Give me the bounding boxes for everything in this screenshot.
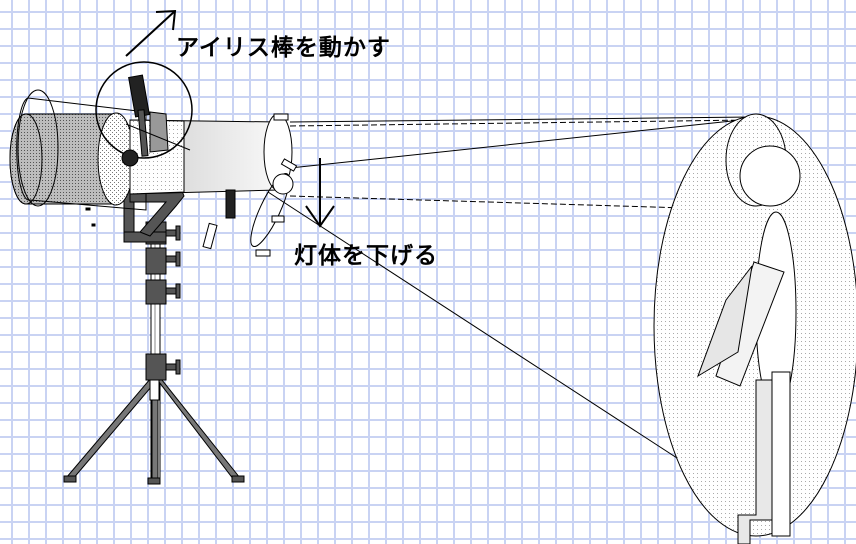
- person-head: [739, 145, 801, 207]
- lamp-back-cap: [17, 89, 59, 207]
- stand-clamp-bottom: [145, 353, 167, 381]
- person-figure: [697, 145, 801, 544]
- front-lens-tilted: [250, 173, 290, 247]
- iris-rod-label: アイリス棒を動かす: [176, 35, 391, 61]
- iris-knob: [121, 149, 139, 167]
- magnifier-circle: [95, 61, 193, 159]
- lower-direction-arrow: [305, 158, 335, 228]
- lower-light-label: 灯体を下げる: [294, 243, 438, 269]
- stand-clamp-3: [145, 279, 167, 305]
- tripod-stand: [63, 221, 245, 485]
- yoke-bracket: [123, 185, 185, 243]
- iris-rod-detail: [95, 61, 193, 167]
- person-book: [697, 265, 753, 378]
- light-tab: [202, 222, 218, 250]
- lamp-housing: [9, 89, 147, 227]
- person-leg-right: [771, 371, 791, 537]
- iris-direction-arrow: [125, 9, 177, 57]
- tripod-leg-left: [65, 377, 158, 481]
- stand-clamp-2: [145, 247, 167, 275]
- tripod-leg-right: [154, 377, 241, 481]
- dark-tab: [225, 189, 236, 219]
